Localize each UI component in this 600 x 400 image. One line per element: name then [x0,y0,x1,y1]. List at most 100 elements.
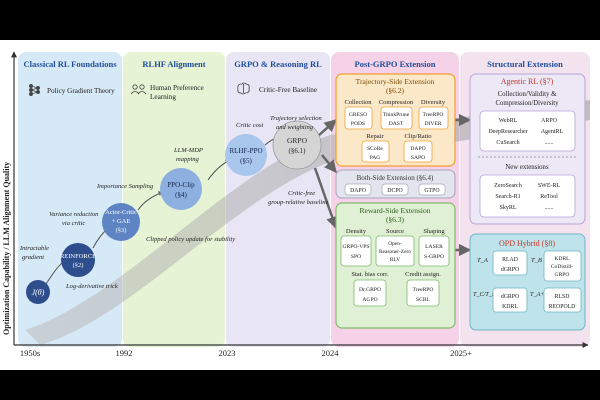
trajectory-item: GRESO [349,112,367,118]
node-reinforce-section: (§2) [73,262,84,269]
agentic-new-item: ...... [545,205,555,211]
reward-side-item: TreeRPO [413,287,434,293]
annotation-critic-cost: Critic cost [236,122,263,129]
trajectory-item: PODS [351,121,365,127]
opd-cell-label: T_C/T_n [473,291,495,298]
timeline-label: 2025+ [450,348,472,358]
timeline-label: 1950s [20,348,40,358]
agentic-title: Agentic RL (§7) [501,77,554,86]
reward-side-item: SPO [351,254,361,260]
agentic-item: WebRL [499,118,518,124]
stage-subtitle-grpo: Critic-Free Baseline [259,86,317,94]
trajectory-item: DAPO [410,146,425,152]
reward-side-item: Open- [388,241,402,247]
brain-icon [237,82,250,95]
both-side-panel: Both-Side Extension (§6.4) DAPO DCPO GTP… [335,169,456,199]
stage-title-grpo: GRPO & Reasoning RL [234,59,322,69]
timeline-label: 1992 [116,348,133,358]
opd-cell-label: T_B [531,257,542,264]
reward-side-header: Shaping [423,228,445,235]
annotation-trajectory-selection-line2: and weighting [276,124,314,131]
node-j-theta-label: J(θ) [32,288,45,297]
node-actor-critic-gae: + GAE [112,218,131,225]
agentic-new-item: SWE-RL [538,183,561,189]
trajectory-header: Diversity [421,99,446,106]
node-rlhf-ppo-section: (§5) [240,157,252,165]
stage-title-structural: Structural Extension [487,59,563,69]
trajectory-section: (§6.2) [386,86,405,95]
opd-cell-label: T_A+B [530,291,548,298]
trajectory-item: ThinkPrune [383,112,410,118]
stage-classical-bg [18,52,122,347]
annotation-trajectory-selection: Trajectory selection [270,115,322,122]
annotation-variance: Variance reduction [49,211,98,218]
reward-side-item: AGPO [362,297,377,303]
stage-subtitle-classical: Policy Gradient Theory [47,87,115,95]
stage-title-post-grpo: Post-GRPO Extension [355,59,436,69]
trajectory-item: SCoRe [367,146,383,152]
annotation-intractable-line2: gradient [22,254,44,261]
annotation-importance: Importance Sampling [96,183,154,190]
reward-side-header: Source [386,228,404,235]
node-rlhf-ppo-label: RLHF-PPO [229,147,262,155]
node-rlhf-ppo [225,134,267,176]
opd-item: KDRL [502,304,518,310]
grpo-to-both-arrow [321,154,337,173]
reward-side-panel: Reward-Side Extension (§6.3) Density Sou… [335,202,456,329]
node-ppo-clip-label: PPO-Clip [167,181,195,189]
y-axis-label: Optimization Capability / LLM Alignment … [2,162,11,335]
reward-side-header: Density [346,228,367,235]
node-actor-critic-label: Actor-Critic [105,209,137,216]
annotation-llm-mdp-line2: mapping [176,156,200,163]
opd-item: RLAD [502,257,518,263]
trajectory-header: Compression [379,99,414,106]
both-side-title: Both-Side Extension (§6.4) [357,174,434,182]
agentic-item: ARPO [541,118,558,124]
reward-side-item: LASER [425,244,443,250]
node-actor-critic [102,203,140,241]
node-reinforce [61,243,95,277]
agentic-panel: Agentic RL (§7) Collection/Validity & Co… [469,73,586,225]
annotation-critic-free: Critic-free [288,190,315,197]
trajectory-header: Repair [366,133,384,140]
trajectory-header: Clip/Ratio [404,133,431,140]
network-icon [29,84,40,96]
reward-side-section: (§6.3) [386,215,405,224]
stage-subtitle-rlhf-line1: Human Preference [150,84,204,92]
agentic-item: AgentRL [541,129,564,135]
reward-side-item: S-GRPO [424,254,444,260]
trajectory-item: DIVER [424,121,441,127]
agentic-new-item: ZeroSearch [494,183,522,189]
timeline-label: 2023 [219,348,236,358]
trajectory-item: SAPO [411,155,425,161]
annotation-variance-line2: via critic [62,220,85,227]
annotation-clipped: Clipped policy update for stability [146,236,235,243]
agentic-new-item: ReTool [540,194,558,200]
reward-side-item: Dr.GRPO [359,287,381,293]
opd-item: RLSD [555,294,570,300]
node-j-theta [26,280,50,304]
both-side-item: DAPO [350,188,366,194]
grpo-to-reward-arrow [313,167,339,230]
agentic-subtitle-line2: Compression/Diversity [495,100,559,107]
node-grpo-section: (§6.1) [289,147,307,155]
node-grpo-label: GRPO [287,136,308,145]
opd-item: CoDistill- [551,264,574,270]
node-grpo [272,120,322,170]
annotation-log-derivative: Log-derivative trick [65,283,118,290]
node-ppo-clip [160,168,202,210]
reward-side-item: SCRL [416,297,431,303]
opd-item: KDRL [554,256,570,262]
opd-panel: OPD Hybrid (§8) T_A RLAD dGRPO T_B KDRL … [469,233,586,331]
opd-cell-label: T_A [477,257,488,264]
trajectory-item: TreeRPO [423,112,444,118]
node-ppo-clip-section: (§4) [175,191,187,199]
trajectory-panel: Trajectory-Side Extension (§6.2) Collect… [335,73,456,167]
opd-item: REOPOLD [549,304,576,310]
node-reinforce-label: REINFORCE [60,253,96,260]
annotation-intractable: Intractable [19,245,49,252]
reward-side-item: Reasoner-Zero [379,249,411,255]
opd-item: dGRPO [501,294,519,300]
agentic-item: ...... [545,140,555,146]
